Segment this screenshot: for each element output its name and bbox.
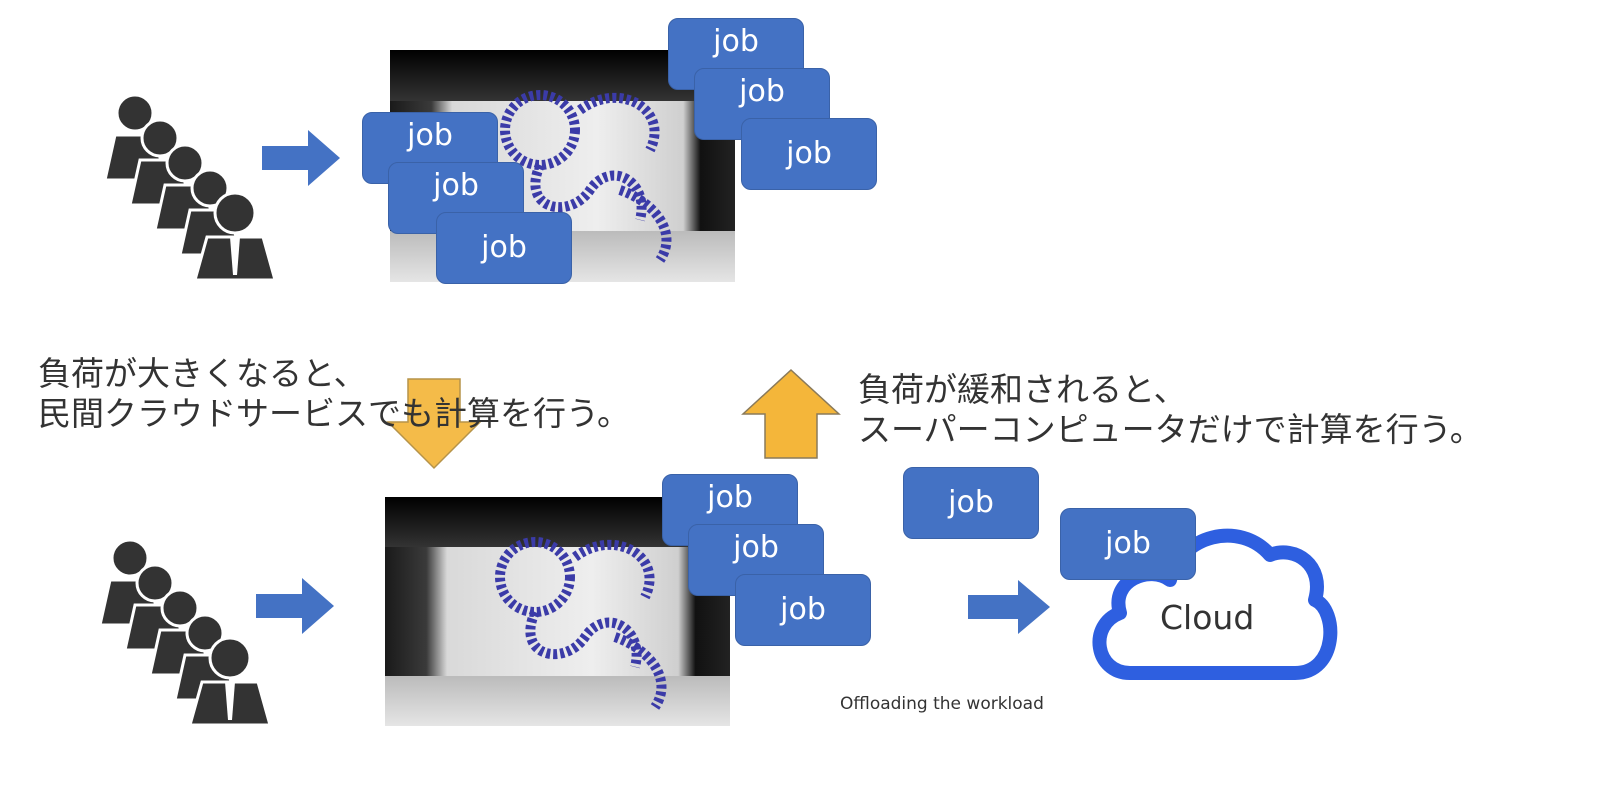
caption-line: 負荷が大きくなると、 <box>38 354 367 393</box>
arrow-down-icon <box>386 378 482 470</box>
offloading-caption: Offloading the workload <box>840 694 1044 714</box>
arrow-right-icon <box>256 578 334 634</box>
offloaded-job-box: job <box>903 467 1039 539</box>
users-group-icon <box>98 538 272 727</box>
scale-in-caption: 負荷が緩和されると、 スーパーコンピュータだけで計算を行う。 <box>858 370 1483 450</box>
caption-line: 負荷が緩和されると、 <box>858 370 1187 409</box>
cloud-label: Cloud <box>1160 598 1255 637</box>
caption-line: スーパーコンピュータだけで計算を行う。 <box>858 410 1483 449</box>
arrow-right-icon <box>262 130 340 186</box>
scale-out-caption: 負荷が大きくなると、 民間クラウドサービスでも計算を行う。 <box>38 354 630 434</box>
cloud-icon <box>1092 528 1338 680</box>
job-box: job <box>741 118 877 190</box>
job-box: job <box>436 212 572 284</box>
cloud-job-box: job <box>1060 508 1196 580</box>
job-box: job <box>735 574 871 646</box>
arrow-right-icon <box>968 580 1050 634</box>
arrow-up-icon <box>741 368 841 459</box>
caption-line: 民間クラウドサービスでも計算を行う。 <box>38 394 631 433</box>
users-group-icon <box>103 93 277 282</box>
